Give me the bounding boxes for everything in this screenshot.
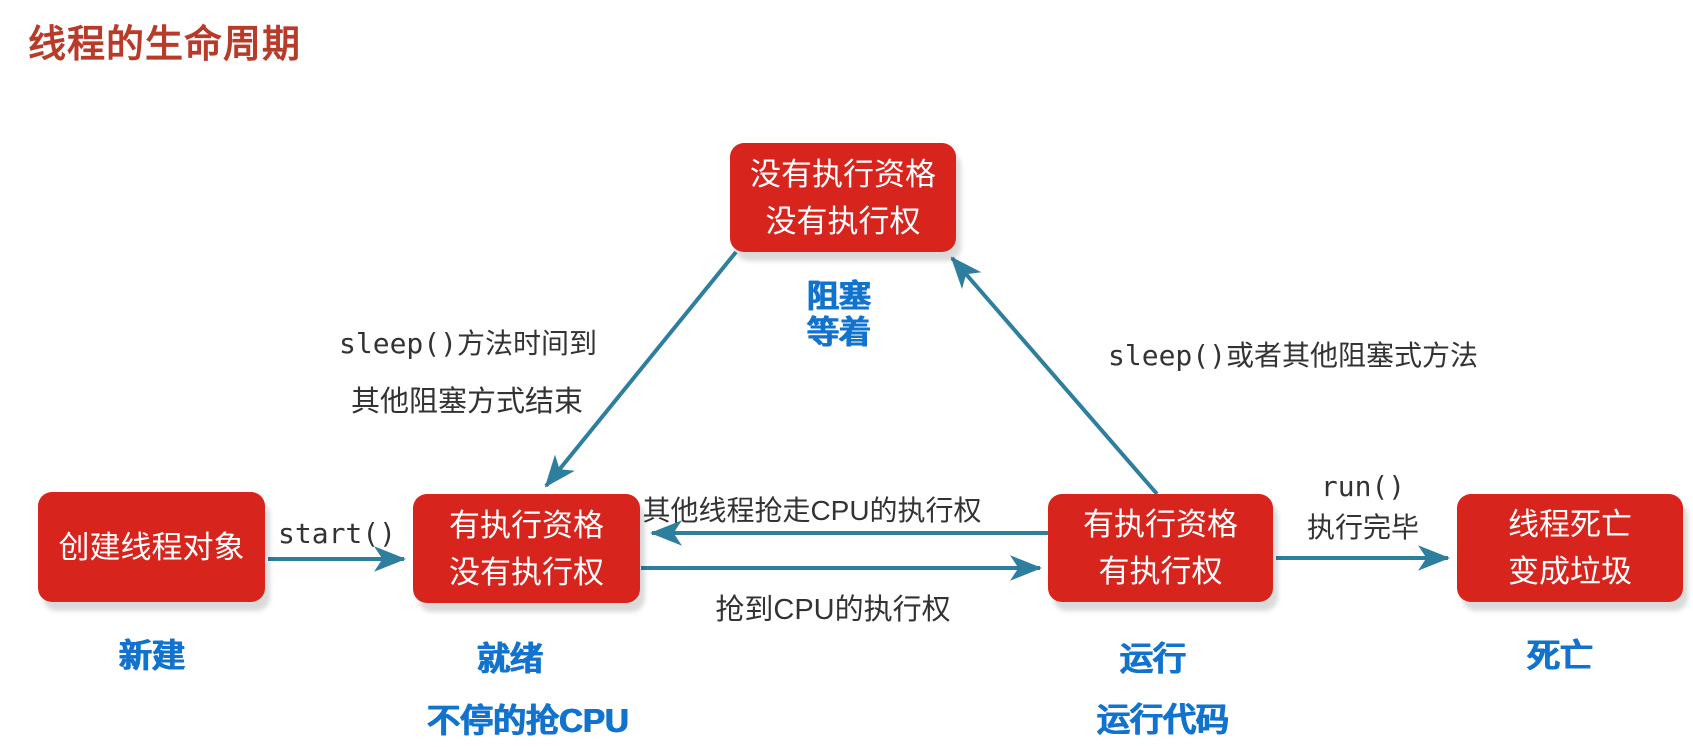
node-running-text-line2: 有执行权: [1098, 554, 1223, 589]
state-label-blocked: 阻塞: [806, 278, 872, 314]
state-label-dead: 死亡: [1527, 637, 1593, 674]
node-new-text: 创建线程对象: [58, 529, 245, 565]
edge-label-unblock-line1: sleep()方法时间到: [338, 327, 598, 360]
edge-label-block: sleep()或者其他阻塞式方法: [1107, 339, 1479, 372]
edge-label-start: start(): [277, 517, 397, 550]
node-blocked: 没有执行资格 没有执行权: [730, 143, 956, 252]
node-dead-text-line1: 线程死亡: [1508, 507, 1632, 542]
node-ready-text-line1: 有执行资格: [449, 507, 604, 543]
node-blocked-text-line2: 没有执行权: [765, 203, 921, 239]
node-running-text-line1: 有执行资格: [1083, 507, 1238, 542]
unblock-arrow: [544, 250, 738, 488]
node-dead-text-line2: 变成垃圾: [1508, 554, 1632, 589]
state-note-running: 运行代码: [1097, 701, 1229, 738]
state-label-running: 运行: [1120, 640, 1186, 677]
block-arrow: [950, 256, 1159, 496]
edge-label-finish-line2: 执行完毕: [1306, 512, 1420, 543]
state-label-ready: 就绪: [477, 640, 543, 677]
state-note-blocked: 等着: [806, 314, 872, 350]
node-blocked-text-line1: 没有执行资格: [750, 156, 936, 192]
node-ready: 有执行资格 没有执行权: [413, 494, 640, 603]
state-label-new: 新建: [119, 637, 185, 674]
node-dead: 线程死亡 变成垃圾: [1457, 494, 1683, 602]
diagram-title: 线程的生命周期: [28, 24, 302, 66]
edge-label-preempt: 其他线程抢走CPU的执行权: [642, 495, 982, 526]
node-ready-text-line2: 没有执行权: [449, 554, 604, 590]
state-note-ready: 不停的抢CPU: [427, 702, 629, 739]
edge-label-unblock-line2: 其他阻塞方式结束: [350, 386, 584, 418]
node-running: 有执行资格 有执行权: [1048, 494, 1273, 602]
edge-label-acquire: 抢到CPU的执行权: [715, 594, 951, 626]
node-new: 创建线程对象: [38, 492, 265, 602]
edge-label-finish-line1: run(): [1320, 470, 1406, 503]
